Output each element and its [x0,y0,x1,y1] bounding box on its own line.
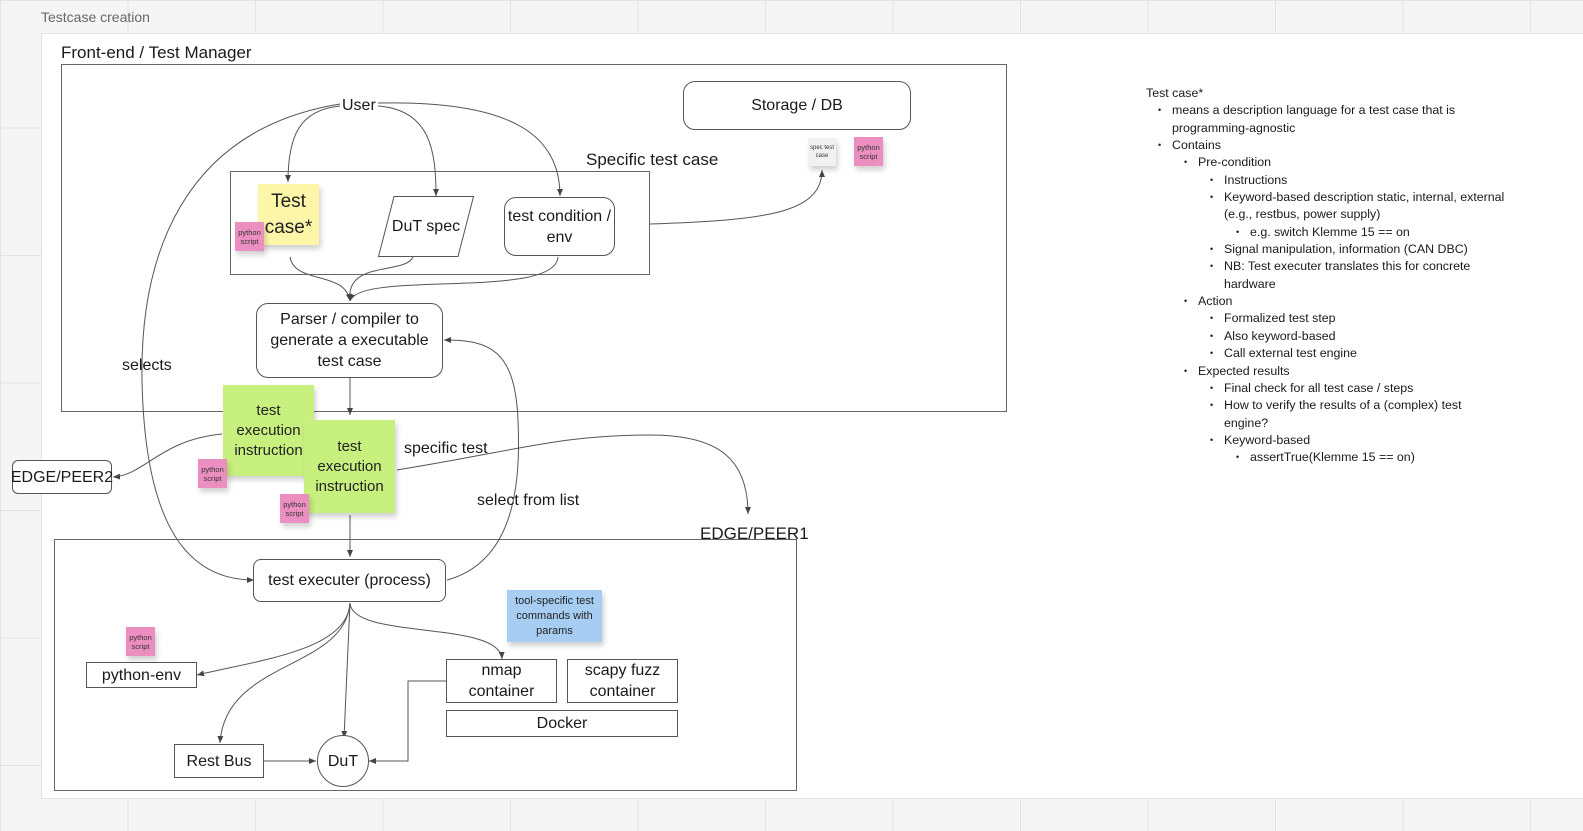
notes-item-text: Pre-condition [1198,155,1272,170]
notes-item-text: NB: Test executer translates this for co… [1224,259,1471,291]
test-case-notes: Test case* means a description language … [1146,85,1506,467]
notes-item: Also keyword-based [1210,328,1506,346]
notes-sublist: Formalized test stepAlso keyword-basedCa… [1198,310,1506,362]
frontend-label: Front-end / Test Manager [61,43,252,62]
notes-outer-item: means a description language for a test … [1146,102,1506,467]
dut-spec-label: DuT spec [391,218,461,235]
notes-item: Formalized test step [1210,310,1506,328]
spec-test-case-sticky[interactable]: spec test case [808,138,836,166]
user-node[interactable]: User [340,97,378,115]
select-from-list-label: select from list [477,492,580,509]
notes-item: Expected resultsFinal check for all test… [1184,363,1506,467]
test-execution-instruction-sticky-1[interactable]: test execution instruction [223,385,314,476]
notes-item: e.g. switch Klemme 15 == on [1236,224,1506,242]
specific-test-label: specific test [404,440,488,457]
docker-node[interactable]: Docker [446,710,678,737]
notes-item: ActionFormalized test stepAlso keyword-b… [1184,293,1506,363]
dut-spec-node[interactable]: DuT spec [378,196,474,257]
notes-list: means a description language for a test … [1146,102,1506,467]
notes-sublist: InstructionsKeyword-based description st… [1198,172,1506,293]
notes-item: Call external test engine [1210,345,1506,363]
notes-item-text: Signal manipulation, information (CAN DB… [1224,242,1468,257]
python-env-node[interactable]: python-env [86,662,197,688]
notes-item-text: Contains [1172,138,1221,153]
notes-item: Final check for all test case / steps [1210,380,1506,398]
notes-item: means a description language for a test … [1158,102,1506,137]
notes-sublist: e.g. switch Klemme 15 == on [1224,224,1506,242]
notes-item: Pre-conditionInstructionsKeyword-based d… [1184,154,1506,293]
dut-node[interactable]: DuT [317,735,369,787]
parser-node[interactable]: Parser / compiler to generate a executab… [256,303,443,378]
notes-title: Test case* [1146,86,1204,100]
notes-item: How to verify the results of a (complex)… [1210,397,1506,432]
notes-item-text: Keyword-based description static, intern… [1224,190,1505,222]
frontend-container[interactable] [61,64,1007,412]
notes-sublist: assertTrue(Klemme 15 == on) [1224,449,1506,467]
notes-sublist: Final check for all test case / stepsHow… [1198,380,1506,467]
python-script-sticky-instruction-1[interactable]: python script [198,459,227,488]
edge-peer2-node[interactable]: EDGE/PEER2 [11,460,113,494]
storage-db-node[interactable]: Storage / DB [683,81,911,130]
specific-test-case-label: Specific test case [586,150,719,169]
notes-item: Keyword-based assertTrue(Klemme 15 == on) [1210,432,1506,467]
notes-item-text: Formalized test step [1224,311,1336,326]
notes-item-text: Also keyword-based [1224,328,1336,343]
notes-item: NB: Test executer translates this for co… [1210,258,1506,293]
notes-sublist: Pre-conditionInstructionsKeyword-based d… [1172,154,1506,467]
board-title: Testcase creation [41,9,150,25]
notes-item-text: Keyword-based [1224,432,1311,447]
nmap-container-node[interactable]: nmap container [446,659,557,703]
python-script-sticky-instruction-2[interactable]: python script [280,494,309,523]
scapy-fuzz-container-node[interactable]: scapy fuzz container [567,659,678,703]
python-script-sticky-env[interactable]: python script [126,627,155,656]
notes-item-text: Action [1198,294,1233,309]
rest-bus-node[interactable]: Rest Bus [174,744,264,778]
notes-item-text: Expected results [1198,363,1290,378]
notes-item-text: Call external test engine [1224,346,1357,361]
notes-item-text: e.g. switch Klemme 15 == on [1250,224,1410,239]
notes-item-text: Instructions [1224,172,1288,187]
test-case-sticky[interactable]: Test case* [258,184,319,245]
notes-root-list: means a description language for a test … [1146,102,1506,467]
test-executer-node[interactable]: test executer (process) [253,559,446,602]
python-script-sticky-storage[interactable]: python script [854,137,883,166]
selects-label: selects [122,357,172,374]
notes-item-text: assertTrue(Klemme 15 == on) [1250,450,1415,465]
test-condition-node[interactable]: test condition / env [504,197,615,256]
test-execution-instruction-sticky-2[interactable]: test execution instruction [304,420,395,513]
notes-item: Signal manipulation, information (CAN DB… [1210,241,1506,259]
notes-item-text: means a description language for a test … [1172,103,1456,135]
notes-outer-list: means a description language for a test … [1146,102,1506,467]
notes-item: ContainsPre-conditionInstructionsKeyword… [1158,137,1506,467]
notes-item-text: Final check for all test case / steps [1224,380,1414,395]
parallelogram-shape [378,196,474,257]
notes-item: Instructions [1210,172,1506,190]
edge-peer1-label: EDGE/PEER1 [700,524,809,543]
python-script-sticky-testcase[interactable]: python script [235,222,264,251]
edge-peer1-container[interactable] [54,539,797,791]
notes-item: Keyword-based description static, intern… [1210,189,1506,242]
tool-specific-commands-sticky[interactable]: tool-specific test commands with params [507,590,602,642]
notes-item: assertTrue(Klemme 15 == on) [1236,449,1506,467]
notes-item-text: How to verify the results of a (complex)… [1224,398,1462,430]
